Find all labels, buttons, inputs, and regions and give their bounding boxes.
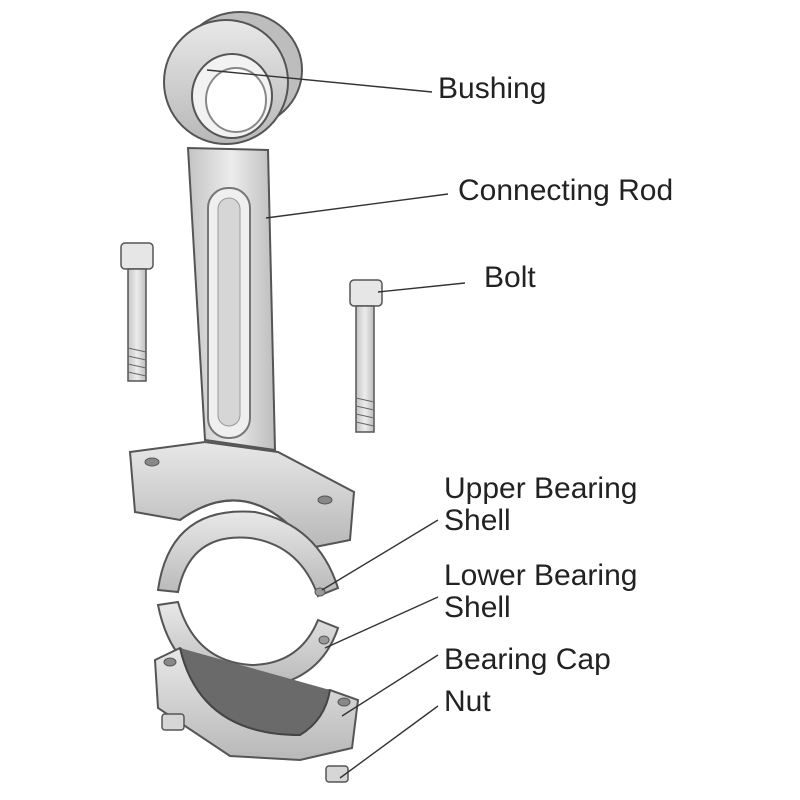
label-lower-bearing-shell-line-1: Lower Bearing [444,559,638,592]
leader-lines [206,69,466,779]
leader-bushing [206,69,433,93]
leader-bearing-cap [341,654,439,717]
leader-nut [339,705,439,779]
nut-left [161,713,185,731]
leader-bolt [377,282,466,293]
label-nut: Nut [444,685,491,718]
label-connecting-rod: Connecting Rod [458,174,674,207]
label-lower-bearing-shell-line-2: Shell [444,591,511,624]
label-upper-bearing-shell: Upper Bearing Shell [444,473,637,537]
leader-upper-bearing-shell [321,519,439,591]
bushing [191,53,273,139]
nut-right [325,765,349,783]
label-bearing-cap: Bearing Cap [444,643,611,676]
bearing-cap [153,646,360,762]
bolt-left [120,242,154,382]
leader-lower-bearing-shell [324,596,439,649]
leader-connecting-rod [265,193,449,219]
label-upper-bearing-shell-line-2: Shell [444,504,511,537]
label-bolt: Bolt [484,261,536,294]
label-upper-bearing-shell-line-1: Upper Bearing [444,472,638,505]
upper-bearing-shell [156,510,340,598]
bolt-right [349,279,383,433]
label-lower-bearing-shell: Lower Bearing Shell [444,560,637,624]
label-bushing: Bushing [438,72,547,105]
